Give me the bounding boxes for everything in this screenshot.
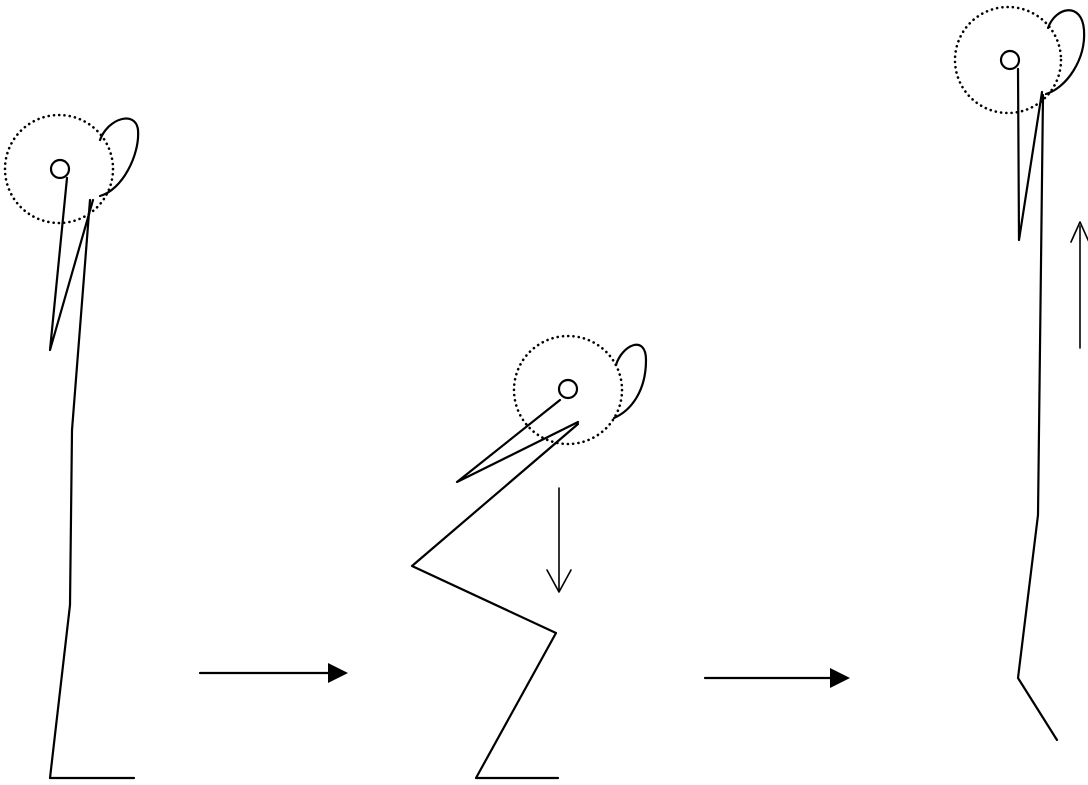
jump-arm xyxy=(1018,69,1042,240)
squat-body xyxy=(412,424,578,778)
squat-joint xyxy=(559,380,577,398)
jump-ear xyxy=(1046,10,1084,94)
jump-joint xyxy=(1001,51,1019,69)
figure-standing xyxy=(5,115,138,778)
standing-body xyxy=(50,200,134,778)
jump-body xyxy=(1018,95,1057,740)
figure-squat xyxy=(412,336,646,778)
standing-arm xyxy=(50,178,93,350)
standing-ear xyxy=(100,119,138,196)
standing-joint xyxy=(51,160,69,178)
transition-arrow-1 xyxy=(200,663,348,683)
transition-arrow-2 xyxy=(705,668,850,688)
squat-ear xyxy=(614,345,646,418)
squat-arm xyxy=(457,400,578,482)
squat-down-arrow xyxy=(547,488,571,592)
jump-up-arrow xyxy=(1071,222,1088,348)
figure-jump xyxy=(955,7,1088,740)
